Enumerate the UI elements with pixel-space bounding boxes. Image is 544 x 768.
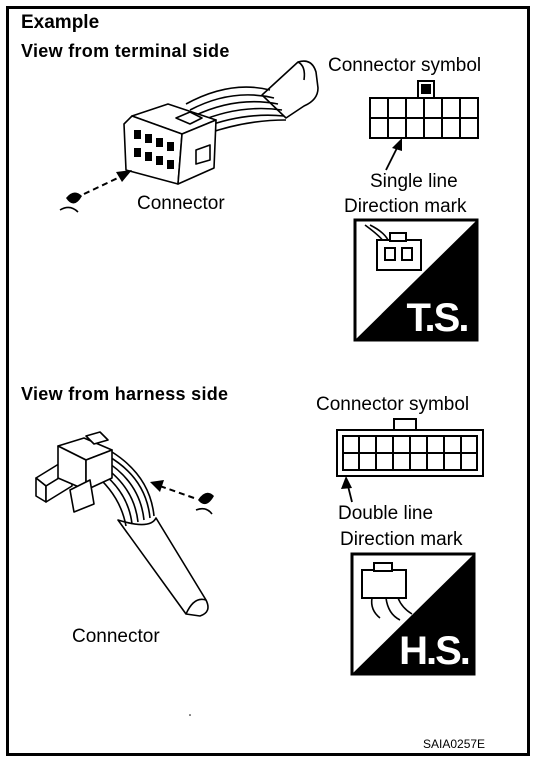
ts-mark-text: T.S. <box>407 296 468 340</box>
double-line-pointer <box>341 476 353 503</box>
single-line-label: Single line <box>370 171 458 192</box>
speck <box>189 714 191 716</box>
figure-code: SAIA0257E <box>423 737 486 751</box>
single-line-pointer <box>385 138 402 171</box>
figure-frame <box>6 6 530 756</box>
connector-symbol-double <box>336 418 484 477</box>
harness-direction-label: Direction mark <box>340 529 463 550</box>
harness-side-heading: View from harness side <box>21 384 229 404</box>
harness-side-mark: H.S. <box>350 552 476 676</box>
terminal-connector-illustration <box>123 60 319 185</box>
harness-symbol-label: Connector symbol <box>316 394 470 415</box>
harness-connector-label: Connector <box>72 626 160 647</box>
terminal-side-heading: View from terminal side <box>21 41 230 61</box>
eye-icon <box>59 192 82 213</box>
hs-mark-text: H.S. <box>399 629 469 673</box>
connector-symbol-single <box>369 80 479 139</box>
harness-connector-illustration <box>35 431 209 617</box>
terminal-connector-label: Connector <box>137 193 225 214</box>
view-direction-arrow <box>150 480 195 499</box>
double-line-label: Double line <box>338 503 434 524</box>
terminal-symbol-label: Connector symbol <box>328 55 482 76</box>
terminal-direction-label: Direction mark <box>344 196 467 217</box>
example-label: Example <box>21 12 100 33</box>
terminal-side-mark: T.S. <box>353 218 479 342</box>
view-direction-arrow <box>83 170 132 195</box>
eye-icon <box>195 492 214 515</box>
